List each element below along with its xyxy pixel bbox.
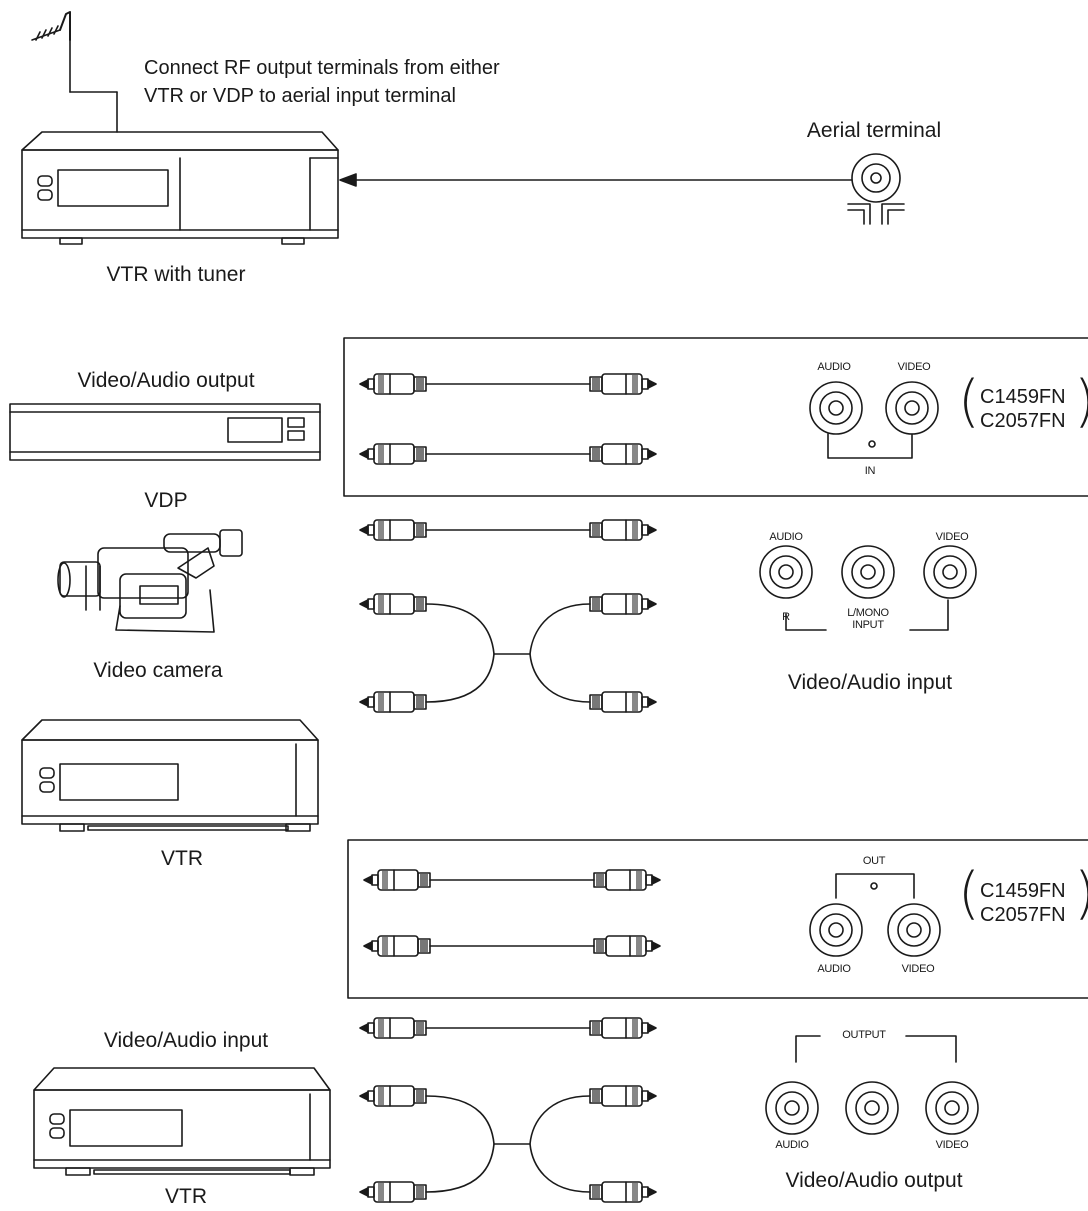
bottom-output-device-label: Video/Audio output xyxy=(785,1169,963,1192)
mid-models: C1459FN C2057FN xyxy=(980,880,1066,927)
top-model-1: C1459FN xyxy=(980,386,1066,408)
vtr-bottom-input-label: Video/Audio input xyxy=(103,1029,269,1052)
mid-model-1: C1459FN xyxy=(980,880,1066,902)
camera-r-label: R xyxy=(782,611,790,623)
video-camera-label: Video camera xyxy=(93,659,223,682)
camera-lmono-line1: L/MONO xyxy=(847,607,889,619)
aerial-terminal-label: Aerial terminal xyxy=(806,119,942,142)
vtr-with-tuner-illustration xyxy=(21,131,339,245)
y-cable-camera xyxy=(359,593,657,713)
top-models-open-paren: ( xyxy=(958,369,980,434)
top-models: C1459FN C2057FN xyxy=(980,386,1066,433)
mid-model-2: C2057FN xyxy=(980,903,1066,926)
camera-input-label: Video/Audio input xyxy=(787,671,953,694)
bottom-output-label: OUTPUT xyxy=(842,1029,886,1041)
vdp-illustration xyxy=(9,403,321,461)
vtr-mid-illustration xyxy=(21,719,319,832)
instruction-line-1: Connect RF output terminals from either xyxy=(144,57,500,79)
mid-models-close-paren: ) xyxy=(1074,866,1088,922)
mid-video-label: VIDEO xyxy=(901,963,935,975)
top-in-label: IN xyxy=(864,465,876,477)
input-bracket xyxy=(785,599,949,631)
output-bracket xyxy=(795,1035,957,1063)
mid-out-label: OUT xyxy=(862,855,886,867)
top-audio-label: AUDIO xyxy=(817,361,851,373)
in-bracket xyxy=(827,433,913,459)
video-camera-illustration xyxy=(57,529,243,633)
instruction-line-2: VTR or VDP to aerial input terminal xyxy=(144,85,456,107)
aerial-arrow xyxy=(339,173,853,187)
vdp-output-label: Video/Audio output xyxy=(77,369,255,392)
camera-lmono-line2: INPUT xyxy=(852,618,884,631)
vtr-bottom-illustration xyxy=(33,1067,331,1176)
section-box-top xyxy=(343,337,1088,497)
top-models-close-paren: ) xyxy=(1074,374,1088,430)
y-cable-bottom xyxy=(359,1085,657,1203)
out-bracket xyxy=(835,873,915,899)
camera-video-label: VIDEO xyxy=(935,531,969,543)
top-video-label: VIDEO xyxy=(897,361,931,373)
top-model-2: C2057FN xyxy=(980,409,1066,432)
aerial-terminal-connector xyxy=(847,153,905,225)
antenna-icon xyxy=(31,11,118,133)
mid-models-open-paren: ( xyxy=(958,861,980,926)
vdp-label: VDP xyxy=(144,489,188,512)
camera-audio-label: AUDIO xyxy=(769,531,803,543)
vtr-with-tuner-label: VTR with tuner xyxy=(106,263,246,286)
section-box-mid xyxy=(347,839,1088,999)
mid-audio-label: AUDIO xyxy=(817,963,851,975)
vtr-mid-label: VTR xyxy=(161,847,203,870)
vtr-bottom-label: VTR xyxy=(165,1185,207,1208)
bottom-video-label: VIDEO xyxy=(935,1139,969,1151)
camera-lmono-label: L/MONO INPUT xyxy=(847,607,889,631)
bottom-audio-label: AUDIO xyxy=(775,1139,809,1151)
